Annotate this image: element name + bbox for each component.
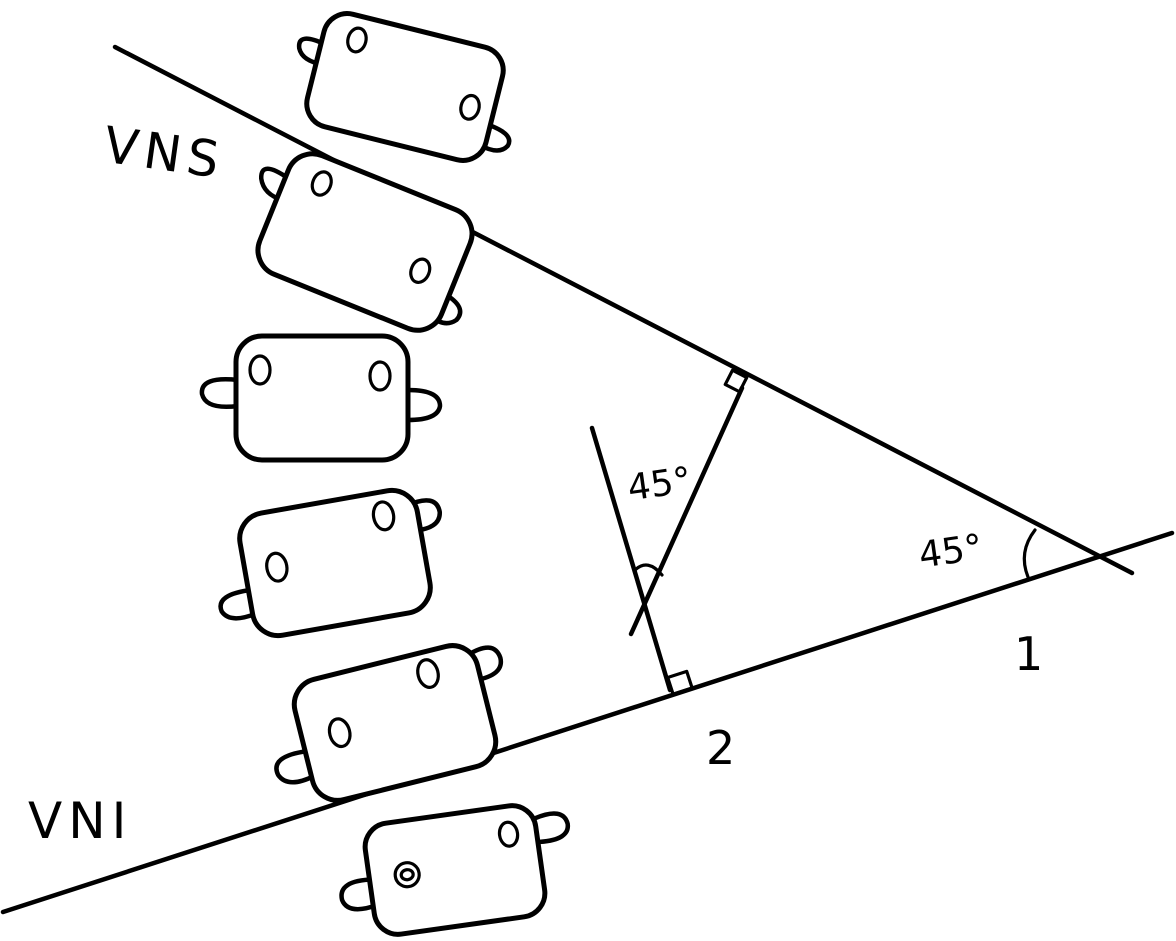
- position-1-label: 1: [1014, 627, 1043, 681]
- figure-lower-2: [339, 803, 570, 937]
- vertex-angle-label: 45°: [916, 527, 985, 576]
- normal-from-vni: [589, 425, 673, 693]
- vni-line: [0, 530, 1175, 915]
- vns-label: VNS: [100, 116, 228, 190]
- figure-upper-2: [255, 151, 475, 333]
- figure-upper-1: [296, 11, 512, 163]
- position-2-label: 2: [706, 721, 735, 775]
- figure-middle-lower: [218, 487, 442, 639]
- vertex-angle-arc: [1022, 528, 1037, 579]
- normals-angle-arc: [633, 563, 664, 577]
- figure-lower-1: [274, 643, 504, 803]
- vni-label: VNI: [28, 792, 132, 850]
- normal-from-vns: [628, 385, 745, 637]
- normals-angle-label: 45°: [625, 460, 694, 509]
- vns-line: [112, 44, 1135, 576]
- right-angle-marker-vni: [666, 669, 694, 697]
- figure-middle: [199, 333, 443, 463]
- right-angle-marker-vns: [723, 368, 749, 394]
